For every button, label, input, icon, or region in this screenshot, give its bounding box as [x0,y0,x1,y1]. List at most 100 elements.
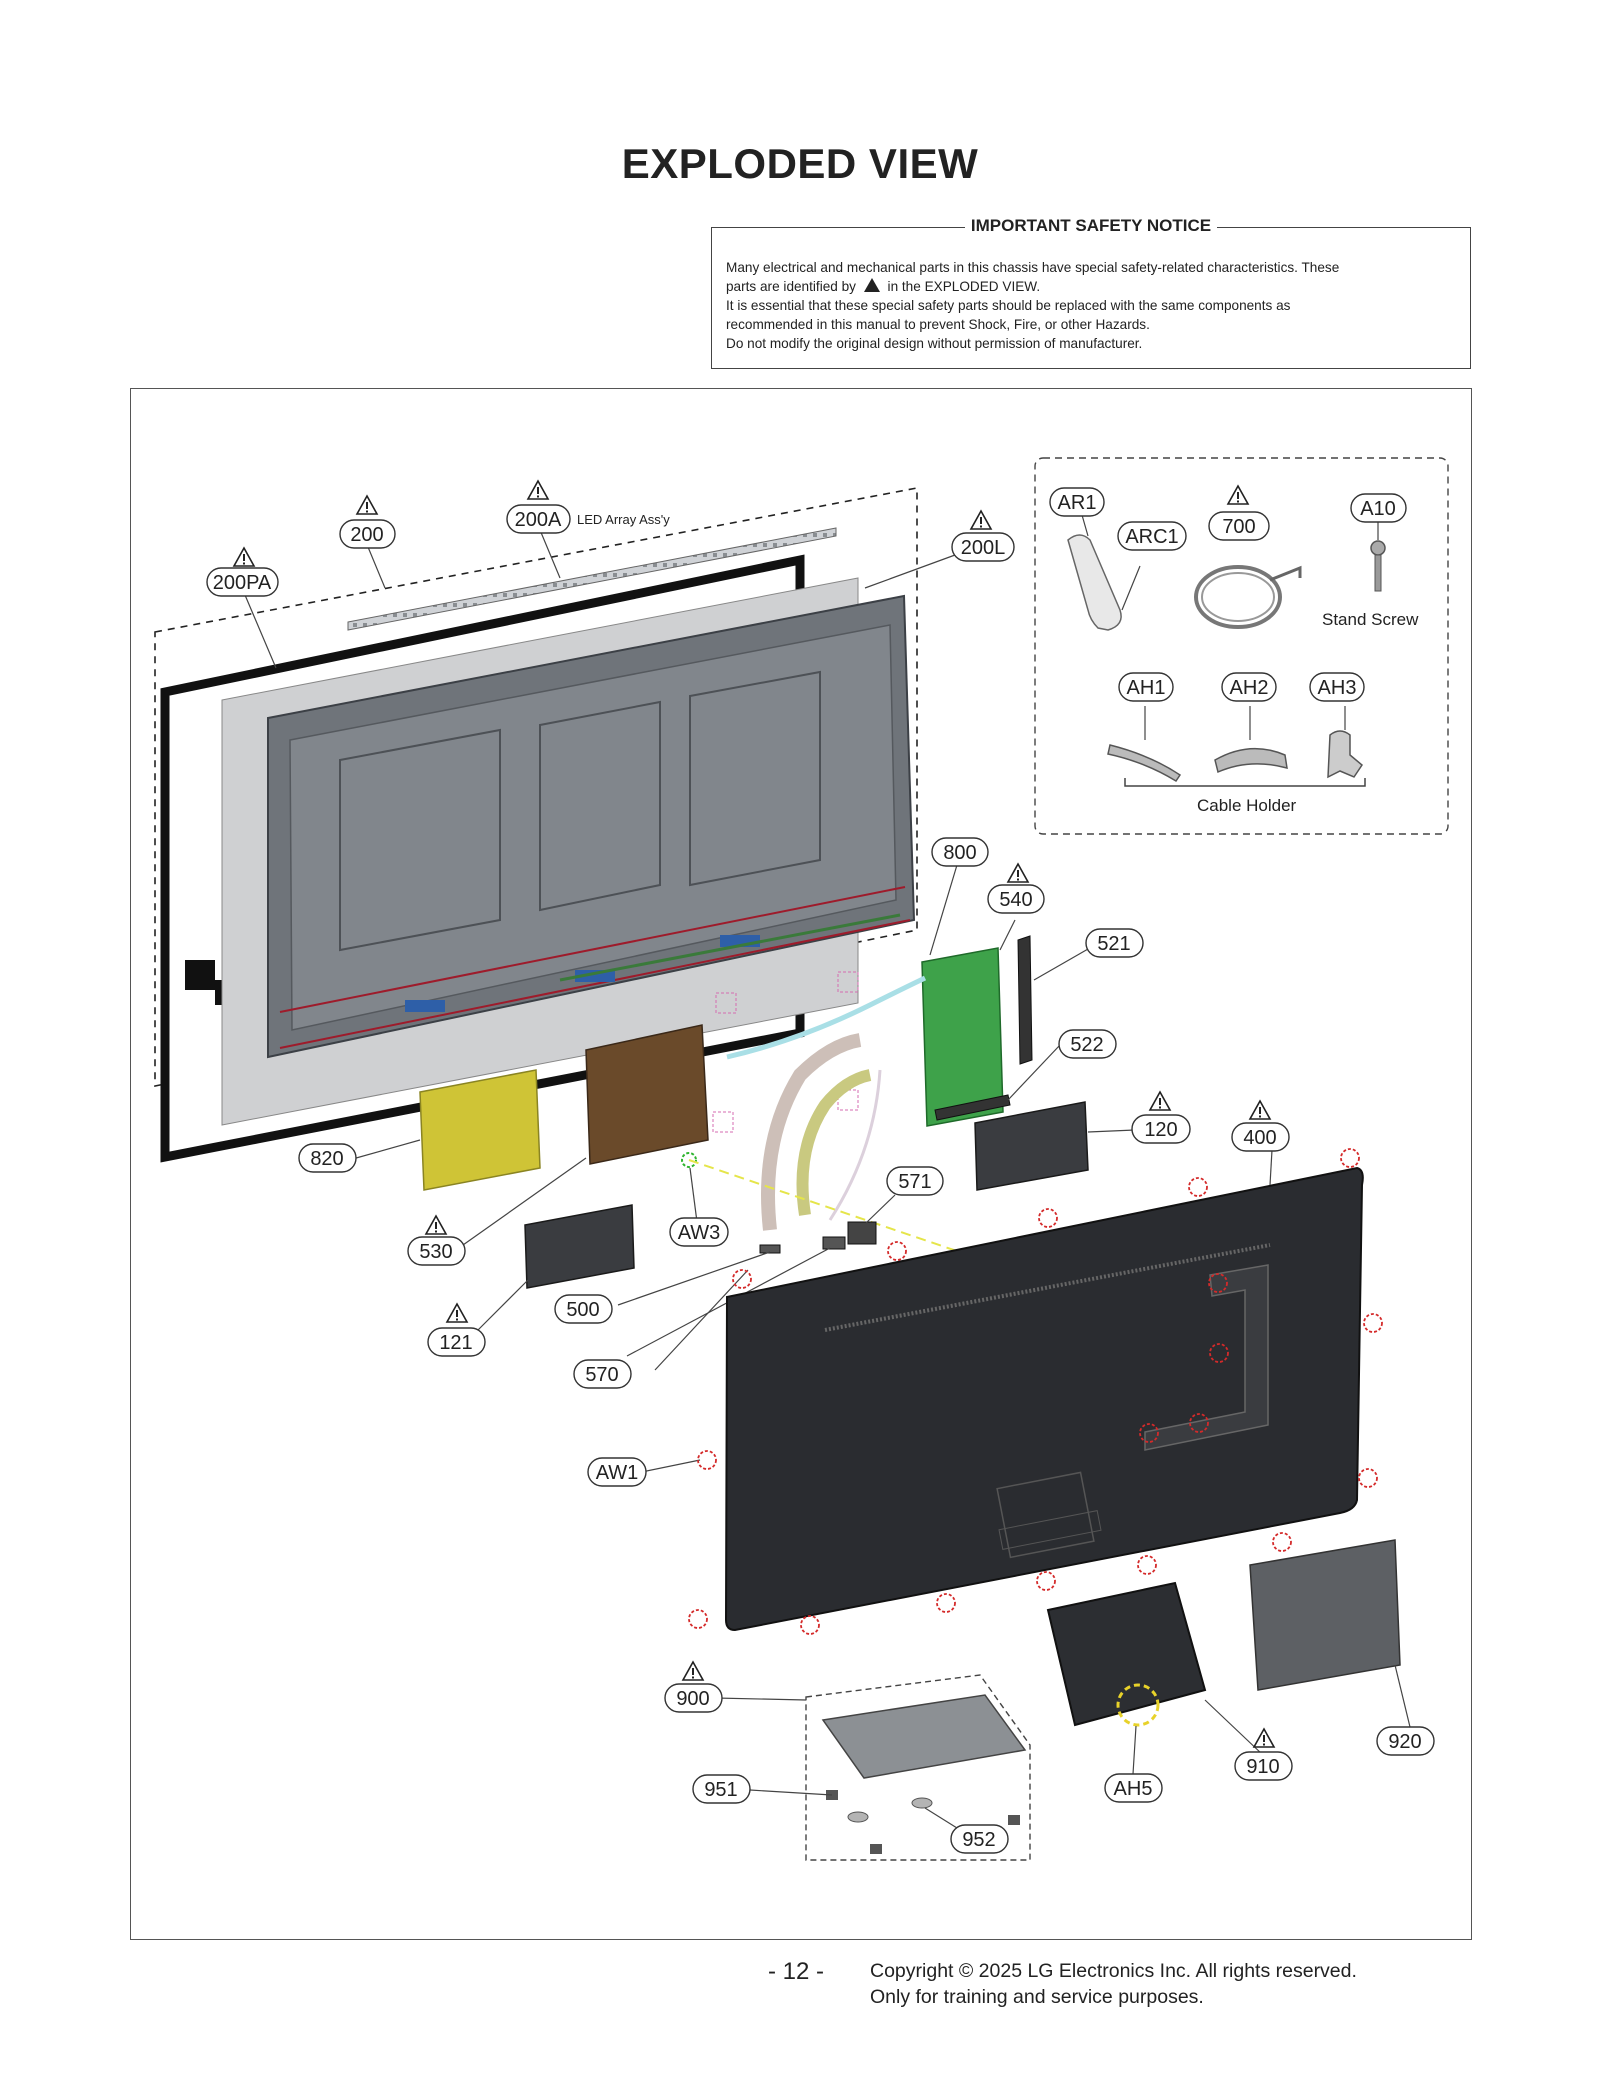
notice-line-2: parts are identified by in the EXPLODED … [726,277,1456,296]
callout-label-500: 500 [566,1299,599,1321]
callout-label-570: 570 [585,1364,618,1386]
copyright-notice: Copyright © 2025 LG Electronics Inc. All… [870,1958,1357,2010]
stand-screw-part [1370,540,1386,556]
ffc-cable-part [761,1033,862,1231]
callout-arc1 [1117,521,1187,551]
callout-570 [573,1359,632,1389]
vesa-mount-area [996,1471,1095,1559]
purpose-line: Only for training and service purposes. [870,1986,1204,2008]
callout-label-200: 200 [350,524,383,546]
warning-triangle-icon [1249,1100,1271,1120]
callout-label-820: 820 [310,1148,343,1170]
part-570 [822,1236,846,1250]
callout-951 [692,1774,751,1804]
callout-label-910: 910 [1246,1756,1279,1778]
callout-label-aw1: AW1 [596,1462,639,1484]
warning-triangle-icon [1149,1091,1171,1111]
warning-triangle-icon [1007,863,1029,883]
warning-triangle-icon [970,510,992,530]
callout-label-530: 530 [419,1241,452,1263]
led-array-label: LED Array Ass'y [577,512,670,527]
callout-ah2 [1221,672,1277,702]
aw3-marker [681,1152,697,1168]
cable-holder-bracket [1124,778,1366,787]
bracket-522-part [934,1094,1011,1121]
notice-line-2a: parts are identified by [726,279,856,294]
part-571 [847,1221,877,1245]
warning-triangle-icon [1253,1728,1275,1748]
chassis-rib [539,700,661,912]
main-board-part [921,947,1004,1127]
page-number: - 12 - [768,1958,825,1985]
panel-group-outline [154,487,918,1087]
callout-label-ah2: AH2 [1230,677,1269,699]
callout-label-571: 571 [898,1171,931,1193]
callout-label-a10: A10 [1360,498,1396,520]
warning-triangle-icon [356,495,378,515]
callout-920 [1376,1726,1435,1756]
warning-triangle-icon [863,278,880,292]
cable-holder-ah3-part [1327,730,1363,779]
lvds-cable-part [726,975,927,1060]
ffc-cable-part [796,1069,872,1216]
led-array-part [347,527,837,631]
callout-label-522: 522 [1070,1034,1103,1056]
frame-corner-mark [185,960,215,990]
ah5-marker [1116,1683,1160,1727]
cable-holder-ah1-part [1107,744,1182,783]
callout-521 [1085,928,1144,958]
warning-triangle-icon [682,1661,704,1681]
chassis-rib [339,728,501,952]
notice-line-5: Do not modify the original design withou… [726,336,1143,351]
callout-label-ah1: AH1 [1127,677,1166,699]
accessory-box [1034,457,1449,835]
callout-label-920: 920 [1388,1731,1421,1753]
callout-121 [427,1327,486,1357]
notice-line-3: It is essential that these special safet… [726,298,1291,313]
warning-triangle-icon [446,1303,468,1323]
chassis-edge-line [279,886,906,1013]
stand-base-900-part [821,1694,1027,1779]
safety-notice-body: Many electrical and mechanical parts in … [726,258,1456,353]
callout-aw1 [587,1457,647,1487]
callout-label-800: 800 [943,842,976,864]
chassis-inner-plate [289,624,897,1031]
callout-label-200pa: 200PA [213,572,272,594]
callout-500 [554,1294,613,1324]
callout-900 [664,1683,723,1713]
notice-line-1: Many electrical and mechanical parts in … [726,260,1340,275]
callout-label-200a: 200A [515,509,562,531]
bracket-120-part [974,1101,1089,1191]
callout-540 [987,884,1045,914]
warning-triangle-icon [527,480,549,500]
chassis-connector [405,1000,445,1012]
callout-800 [931,837,989,867]
copyright-line: Copyright © 2025 LG Electronics Inc. All… [870,1960,1357,1982]
callout-label-ah5: AH5 [1114,1778,1153,1800]
callout-label-ar1: AR1 [1058,492,1097,514]
callout-200a [506,504,571,534]
callout-ar1 [1049,487,1105,517]
callout-label-aw3: AW3 [678,1222,721,1244]
callout-a10 [1350,493,1407,523]
stand-cover-920-part [1249,1539,1401,1691]
rear-cover-part [724,1166,1364,1632]
callout-700 [1208,511,1270,541]
callout-ah3 [1309,672,1365,702]
callout-label-900: 900 [676,1688,709,1710]
callout-label-121: 121 [439,1332,472,1354]
safety-notice-heading: IMPORTANT SAFETY NOTICE [964,216,1218,235]
safety-notice-box: IMPORTANT SAFETY NOTICE Many electrical … [711,216,1471,369]
callout-522 [1058,1029,1117,1059]
cable-holder-ah2-part [1214,747,1288,774]
callout-120 [1131,1114,1191,1144]
callout-952 [950,1824,1009,1854]
bracket-121-part [524,1204,635,1289]
led-strip-line [559,913,901,982]
diagram-frame [130,388,1472,1940]
power-cord-part [1194,565,1282,629]
callout-ah5 [1104,1773,1163,1803]
warning-triangle-icon [233,547,255,567]
callout-label-400: 400 [1243,1127,1276,1149]
part-500 [759,1244,781,1254]
